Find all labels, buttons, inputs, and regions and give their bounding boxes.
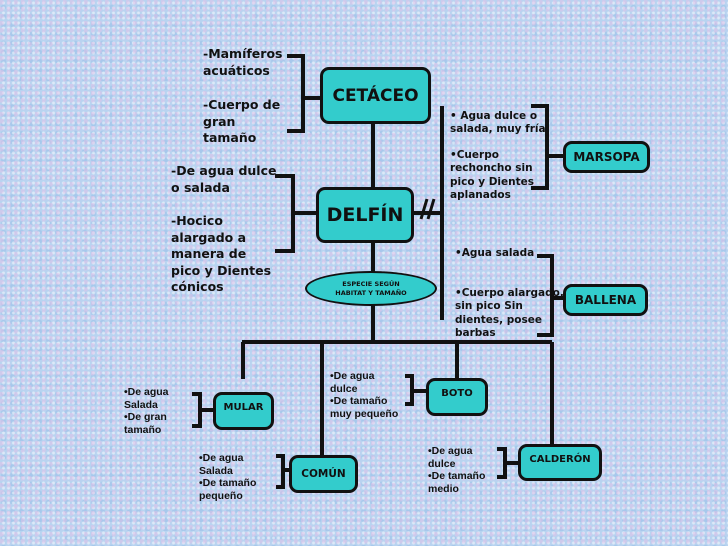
node-boto: BOTO	[426, 378, 488, 416]
especie-line1: ESPECIE SEGÚN	[342, 280, 400, 289]
break-mark-icon	[419, 198, 436, 220]
note-calderon: •De agua dulce •De tamaño medio	[428, 445, 486, 495]
note-delfin-2: -Hocico alargado a manera de pico y Dien…	[171, 213, 272, 294]
note-cetaceo-2: -Cuerpo de gran tamaño	[203, 97, 281, 145]
node-comun: COMÚN	[289, 455, 358, 493]
especie-line2: HABITAT Y TAMAÑO	[335, 288, 407, 297]
node-ballena: BALLENA	[563, 284, 648, 316]
note-comun: •De agua Salada •De tamaño pequeño	[199, 452, 257, 502]
node-calderon: CALDERÓN	[518, 444, 602, 481]
note-cetaceo-1: -Mamíferos acuáticos	[203, 46, 283, 78]
note-delfin-1: -De agua dulce o salada	[171, 163, 277, 195]
note-marsopa-2: •Cuerpo rechoncho sin pico y Dientes apl…	[450, 149, 535, 202]
node-delfin: DELFÍN	[316, 187, 414, 243]
node-mular: MULAR	[213, 392, 274, 430]
note-marsopa-1: • Agua dulce o salada, muy fría	[450, 110, 546, 136]
note-boto: •De agua dulce •De tamaño muy pequeño	[330, 370, 399, 420]
node-cetaceo: CETÁCEO	[320, 67, 431, 124]
note-mular: •De agua Salada •De gran tamaño	[124, 386, 169, 436]
node-marsopa: MARSOPA	[563, 141, 650, 173]
note-ballena-2: •Cuerpo alargado, sin pico Sin dientes, …	[455, 287, 564, 340]
note-ballena-1: •Agua salada	[455, 247, 535, 259]
